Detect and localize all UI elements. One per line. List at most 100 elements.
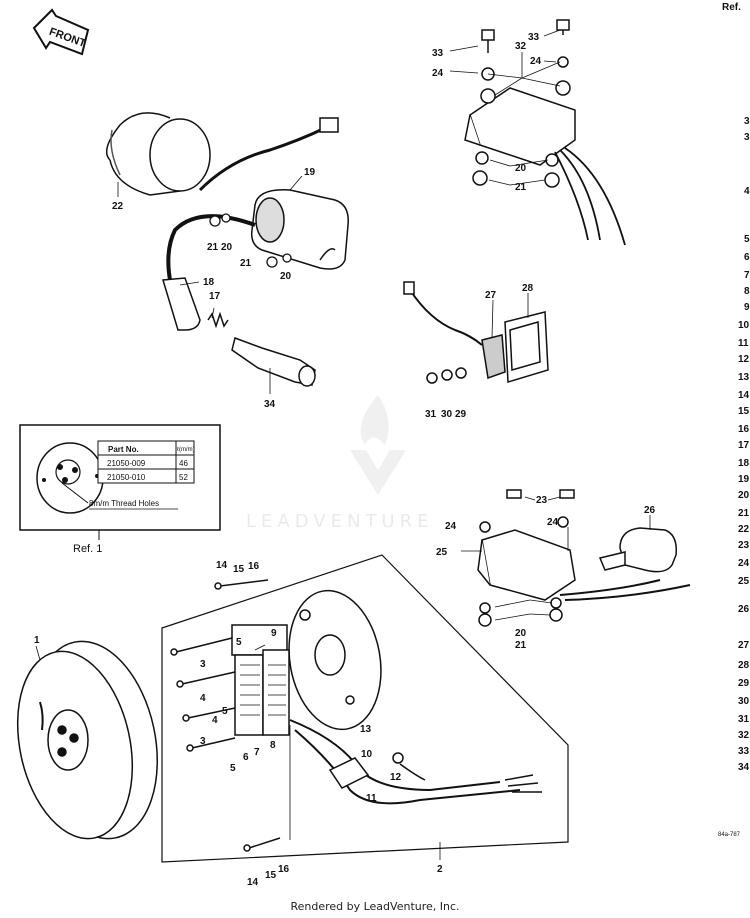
callout-21b: 21 (240, 258, 252, 269)
callout-16b: 16 (278, 864, 290, 875)
callout-3b: 3 (200, 736, 206, 747)
callout-24c: 24 (432, 68, 444, 79)
right-index-item: 21 (738, 508, 750, 519)
right-index-item: 11 (738, 338, 749, 349)
callout-4b: 4 (212, 715, 218, 726)
right-index-item: 18 (738, 458, 750, 469)
flywheel-1 (16, 640, 159, 840)
right-index-item: 16 (738, 424, 750, 435)
right-index-item: 13 (738, 372, 750, 383)
right-index-item: 28 (738, 660, 750, 671)
plug-cap-18 (162, 277, 201, 331)
callout-1: 1 (34, 635, 40, 646)
callout-20d: 20 (515, 628, 527, 639)
right-index-item: 14 (738, 390, 750, 401)
right-index-item: 23 (738, 540, 750, 551)
stator-plate (288, 589, 382, 731)
callout-20b: 20 (280, 271, 292, 282)
coil-fasteners (209, 213, 292, 268)
right-index-item: 4 (744, 186, 750, 197)
callout-24d: 24 (530, 56, 542, 67)
right-index-item: 15 (738, 406, 750, 417)
callout-24b: 24 (547, 517, 559, 528)
callout-16: 16 (248, 561, 260, 572)
cdi-top-wires (554, 147, 626, 246)
right-index-item: 27 (738, 640, 750, 651)
grommet-10 (328, 757, 370, 789)
callout-5c: 5 (230, 763, 236, 774)
right-index-item: 10 (738, 320, 750, 331)
callout-15: 15 (233, 564, 245, 575)
right-index-item: 8 (744, 286, 750, 297)
callout-13: 13 (360, 724, 372, 735)
right-index-item: 24 (738, 558, 750, 569)
right-index-item: 9 (744, 302, 750, 313)
callout-8: 8 (270, 740, 276, 751)
watermark: LEADVENTURE (246, 395, 428, 532)
callout-33b: 33 (528, 32, 540, 43)
callout-17: 17 (209, 291, 221, 302)
ref-caption: Ref. 1 (73, 543, 102, 555)
callout-6: 6 (243, 752, 249, 763)
inset-part-header: Part No. (108, 445, 139, 454)
callout-15b: 15 (265, 870, 277, 881)
callout-21: 21 (207, 242, 219, 253)
right-index-item: 33 (738, 746, 750, 757)
right-index-item: 22 (738, 524, 750, 535)
right-index-item: 26 (738, 604, 750, 615)
callout-14: 14 (216, 560, 228, 571)
cdi-lower-wires (559, 579, 691, 601)
right-index-item: 7 (744, 270, 750, 281)
right-index-item: 17 (738, 440, 750, 451)
right-index-item: 20 (738, 490, 750, 501)
callout-21c: 21 (515, 182, 527, 193)
callout-34: 34 (264, 399, 276, 410)
callout-25: 25 (436, 547, 448, 558)
callout-5: 5 (236, 637, 242, 648)
callout-3: 3 (200, 659, 206, 670)
callout-5b: 5 (222, 706, 228, 717)
ignition-coil-19 (250, 189, 349, 270)
right-index-item: 5 (744, 234, 750, 245)
callout-20: 20 (221, 242, 233, 253)
stator-coils (231, 624, 290, 736)
footer-credit: Rendered by LeadVenture, Inc. (290, 900, 460, 913)
spark-plug-34 (231, 337, 316, 387)
callout-23: 23 (536, 495, 548, 506)
right-index-item: 32 (738, 730, 750, 741)
callout-20c: 20 (515, 163, 527, 174)
inset-row2-value: 52 (179, 473, 188, 482)
front-arrow: FRONT (32, 8, 90, 56)
right-index-item: 25 (738, 576, 750, 587)
callout-18: 18 (203, 277, 215, 288)
callout-9: 9 (271, 628, 277, 639)
grommet-12 (392, 752, 404, 764)
callout-24: 24 (445, 521, 457, 532)
spring-17 (207, 311, 229, 329)
right-index-item: 31 (738, 714, 750, 725)
leader-lines (35, 29, 651, 860)
right-index-item: 29 (738, 678, 750, 689)
cdi-unit-lower (477, 489, 576, 627)
magneto-harness (289, 719, 521, 805)
callout-26: 26 (644, 505, 656, 516)
stator-frame (161, 554, 569, 863)
callout-29: 29 (455, 409, 467, 420)
right-index-item: 30 (738, 696, 750, 707)
callout-21d: 21 (515, 640, 527, 651)
inset-row1-value: 46 (179, 459, 188, 468)
callout-12: 12 (390, 772, 402, 783)
screws (170, 579, 281, 852)
part-26 (598, 527, 678, 573)
right-index-item: 19 (738, 474, 750, 485)
right-index-item: 6 (744, 252, 750, 263)
right-index-item: 3 (744, 116, 750, 127)
harness-wire (198, 126, 326, 192)
callout-7: 7 (254, 747, 260, 758)
callout-30: 30 (441, 409, 453, 420)
callout-32: 32 (515, 41, 527, 52)
inset-thread-note: 8m/m Thread Holes (89, 499, 159, 508)
inset-row1-part: 21050-009 (107, 459, 146, 468)
callout-2: 2 (437, 864, 443, 875)
